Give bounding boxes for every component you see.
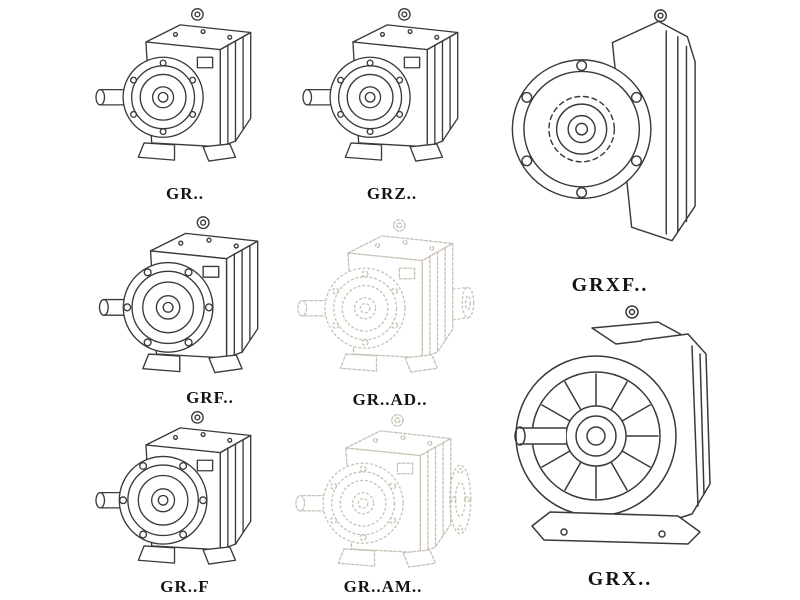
label-grx: GRX.. bbox=[587, 568, 653, 590]
gearbox-drawing-gr bbox=[85, 2, 285, 183]
label-gr: GR.. bbox=[166, 184, 204, 203]
label-grf: GRF.. bbox=[186, 388, 234, 407]
gearbox-drawing-grxf bbox=[497, 2, 723, 262]
gearbox-drawing-grz bbox=[292, 2, 492, 183]
label-gr-am: GR..AM.. bbox=[343, 577, 423, 596]
label-gr-ad: GR..AD.. bbox=[352, 390, 428, 409]
gearbox-drawing-gr-ad bbox=[287, 213, 475, 394]
gearbox-drawing-gr-am bbox=[285, 408, 472, 589]
label-grz: GRZ.. bbox=[366, 184, 418, 203]
gearbox-drawing-grf bbox=[88, 210, 293, 395]
label-gr-f: GR..F bbox=[160, 577, 210, 596]
gearbox-drawing-gr-f bbox=[85, 405, 285, 586]
label-grxf: GRXF.. bbox=[571, 274, 649, 296]
gearbox-drawing-grx bbox=[492, 294, 732, 564]
